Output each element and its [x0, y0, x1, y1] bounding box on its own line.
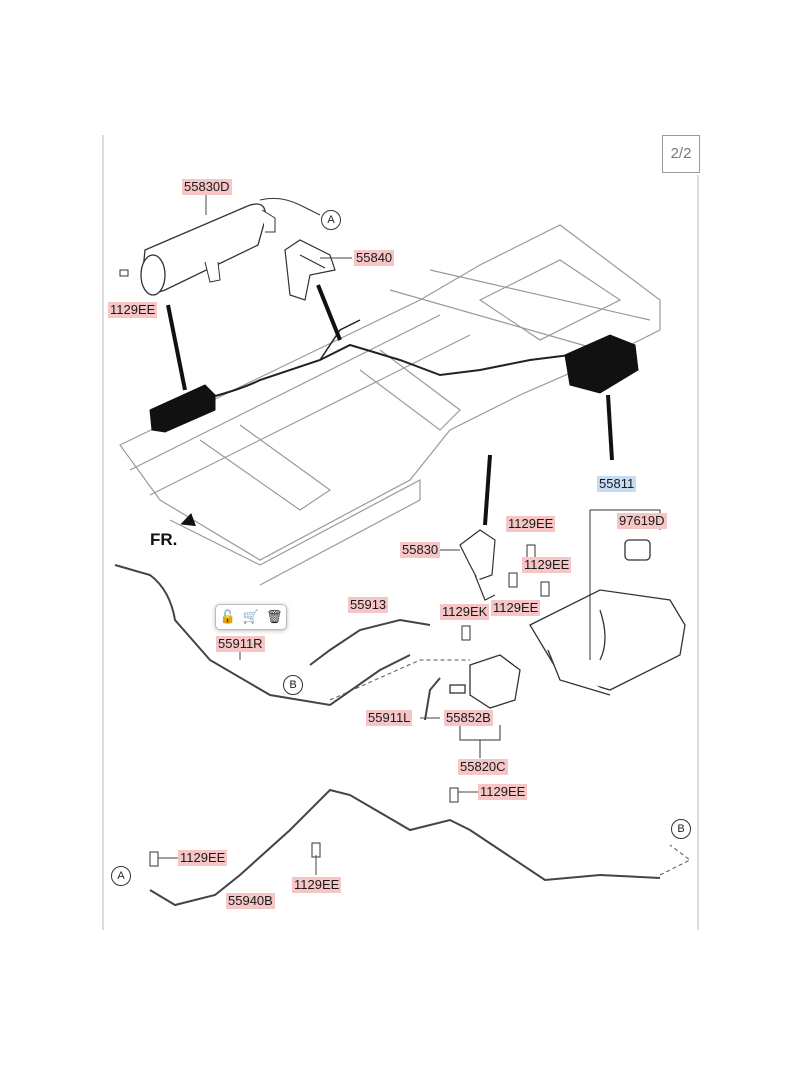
hose-55913	[309, 618, 431, 666]
part-label-1129EE-b[interactable]: 1129EE	[522, 557, 572, 573]
part-label-1129EE-f[interactable]: 1129EE	[292, 877, 342, 893]
bracket-55830	[459, 529, 496, 601]
part-label-55830D[interactable]: 55830D	[182, 179, 232, 195]
connector-a-top: A	[321, 210, 341, 230]
part-label-55911L[interactable]: 55911L	[366, 710, 413, 726]
part-label-1129EE-a[interactable]: 1129EE	[506, 516, 556, 532]
part-label-1129EE-top[interactable]: 1129EE	[108, 302, 158, 318]
part-label-55913[interactable]: 55913	[348, 597, 389, 613]
unlock-icon[interactable]: 🔓	[219, 609, 236, 624]
pipe-55940B	[149, 788, 661, 907]
tank-55811	[529, 539, 686, 696]
part-label-55911R[interactable]: 55911R	[216, 636, 265, 652]
mounted-tank	[564, 334, 639, 394]
part-label-1129EE-d[interactable]: 1129EE	[478, 784, 528, 800]
part-action-popup: 🔓 🛒 🗑	[215, 604, 287, 630]
bracket-55840	[284, 239, 336, 301]
hose-55911R	[114, 564, 411, 707]
part-label-1129EK[interactable]: 1129EK	[440, 604, 490, 620]
page-indicator: 2/2	[662, 135, 700, 173]
part-label-55820C[interactable]: 55820C	[458, 759, 508, 775]
canister-55830D	[140, 197, 321, 296]
connector-a-bottom: A	[111, 866, 131, 886]
bolt-icons	[119, 269, 550, 867]
part-label-55830[interactable]: 55830	[400, 542, 441, 558]
part-label-55940B[interactable]: 55940B	[226, 893, 275, 909]
part-label-55840[interactable]: 55840	[354, 250, 395, 266]
cart-icon[interactable]: 🛒	[242, 609, 259, 624]
part-label-1129EE-e[interactable]: 1129EE	[178, 850, 228, 866]
part-label-97619D[interactable]: 97619D	[617, 513, 667, 529]
connector-b-bottom: B	[671, 819, 691, 839]
valve-assembly	[449, 654, 521, 709]
delete-icon[interactable]: 🗑	[265, 609, 283, 624]
connector-b-mid: B	[283, 675, 303, 695]
mounted-canister	[149, 384, 216, 433]
direction-label: FR.	[150, 530, 178, 549]
part-label-1129EE-c[interactable]: 1129EE	[491, 600, 541, 616]
wiring-harness	[199, 343, 571, 401]
part-label-55811[interactable]: 55811	[597, 476, 637, 492]
part-label-55852B[interactable]: 55852B	[444, 710, 493, 726]
hose-55911L	[424, 677, 441, 721]
